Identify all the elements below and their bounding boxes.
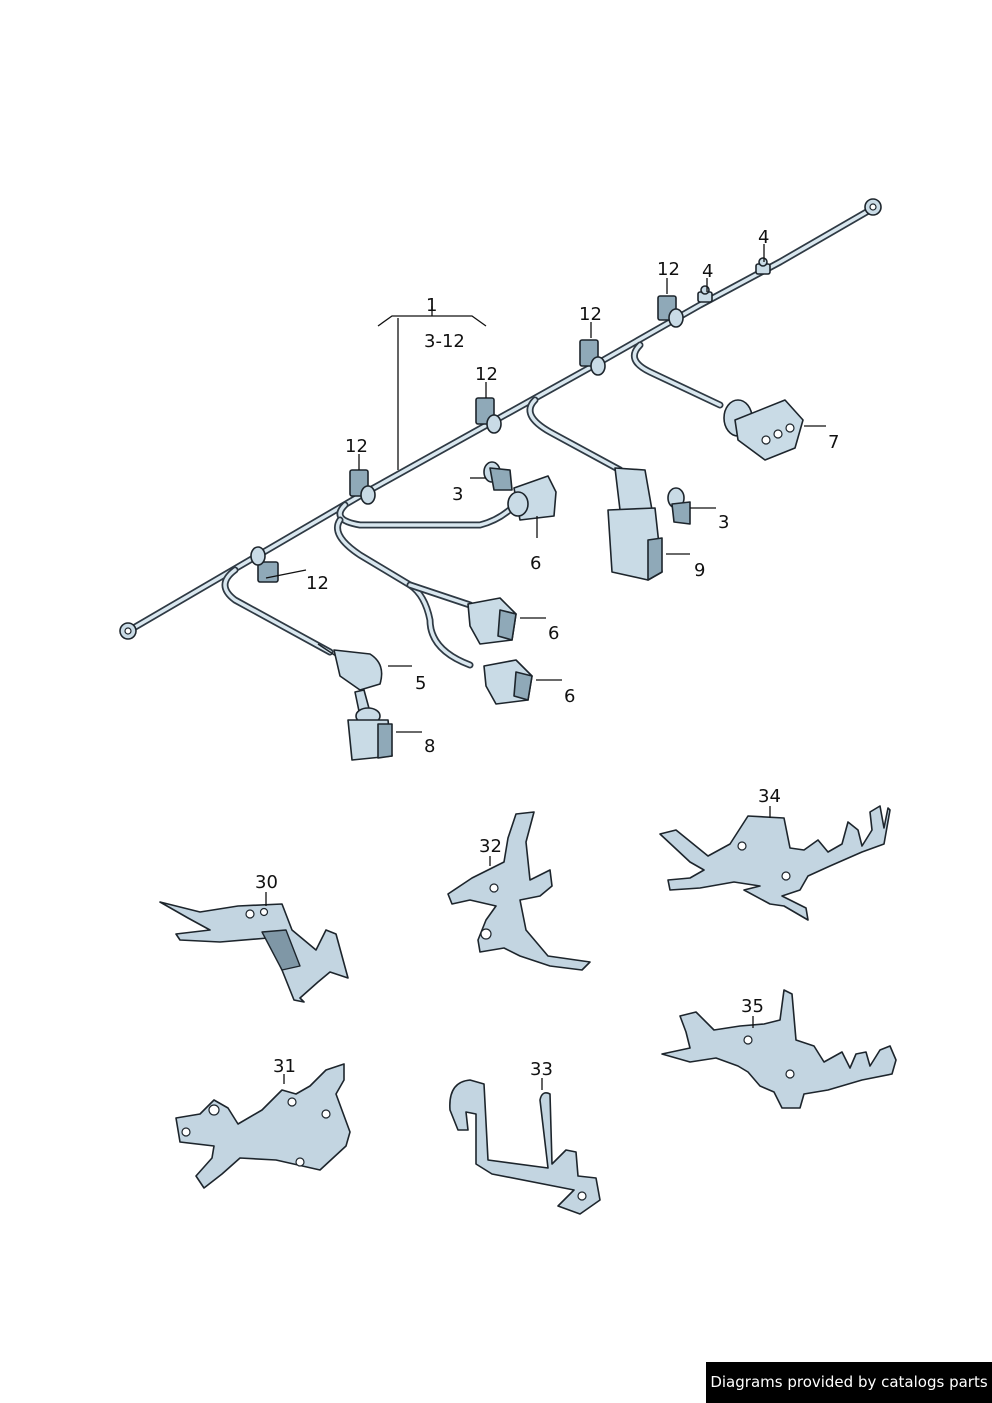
clip-12-d bbox=[579, 339, 606, 376]
leader-lines bbox=[265, 244, 826, 1090]
callout-1: 1 bbox=[426, 295, 437, 316]
credit-text: Diagrams provided by catalogs parts bbox=[710, 1373, 988, 1391]
callout-4-a: 4 bbox=[702, 261, 713, 282]
callout-8: 8 bbox=[424, 736, 435, 757]
callout-3-b: 3 bbox=[718, 512, 729, 533]
callout-4-b: 4 bbox=[758, 227, 769, 248]
clip-12-b bbox=[349, 469, 376, 505]
callout-12-b: 12 bbox=[345, 436, 368, 457]
bracket-30 bbox=[159, 901, 349, 1003]
bracket-34 bbox=[659, 805, 891, 921]
connector-8 bbox=[347, 707, 393, 761]
clip-4-b bbox=[755, 257, 771, 275]
callout-12-a: 12 bbox=[306, 573, 329, 594]
callout-9: 9 bbox=[694, 560, 705, 581]
plug-3-a bbox=[483, 461, 513, 491]
connector-9 bbox=[607, 467, 663, 581]
connector-6-c bbox=[483, 659, 533, 705]
clip-4-a bbox=[697, 285, 713, 303]
callout-labels: 1 3-12 3 3 4 4 5 6 6 6 7 8 9 12 12 12 12… bbox=[255, 227, 839, 1080]
wiring-harness bbox=[119, 198, 882, 761]
bracket-31 bbox=[175, 1063, 351, 1189]
callout-6-c: 6 bbox=[564, 686, 575, 707]
callout-7: 7 bbox=[828, 432, 839, 453]
bracket-32 bbox=[447, 811, 591, 971]
plug-3-b bbox=[667, 487, 691, 525]
clip-12-a bbox=[250, 546, 279, 583]
callout-12-d: 12 bbox=[579, 304, 602, 325]
connector-6-b bbox=[467, 597, 517, 645]
bracket-35 bbox=[661, 989, 897, 1109]
clip-12-c bbox=[475, 397, 502, 434]
callout-33: 33 bbox=[530, 1059, 553, 1080]
callout-30: 30 bbox=[255, 872, 278, 893]
credit-banner: Diagrams provided by catalogs parts bbox=[706, 1362, 992, 1403]
connector-6-a bbox=[507, 475, 557, 521]
callout-1-range: 3-12 bbox=[424, 331, 465, 352]
callout-35: 35 bbox=[741, 996, 764, 1017]
callout-6-b: 6 bbox=[548, 623, 559, 644]
connector-7 bbox=[723, 399, 804, 461]
callout-34: 34 bbox=[758, 786, 781, 807]
callout-31: 31 bbox=[273, 1056, 296, 1077]
callout-12-e: 12 bbox=[657, 259, 680, 280]
sensor-5 bbox=[317, 643, 383, 717]
bracket-33 bbox=[449, 1079, 601, 1215]
callout-5: 5 bbox=[415, 673, 426, 694]
callout-3-a: 3 bbox=[452, 484, 463, 505]
callout-32: 32 bbox=[479, 836, 502, 857]
clip-12-e bbox=[657, 295, 684, 328]
callout-12-c: 12 bbox=[475, 364, 498, 385]
callout-6-a: 6 bbox=[530, 553, 541, 574]
